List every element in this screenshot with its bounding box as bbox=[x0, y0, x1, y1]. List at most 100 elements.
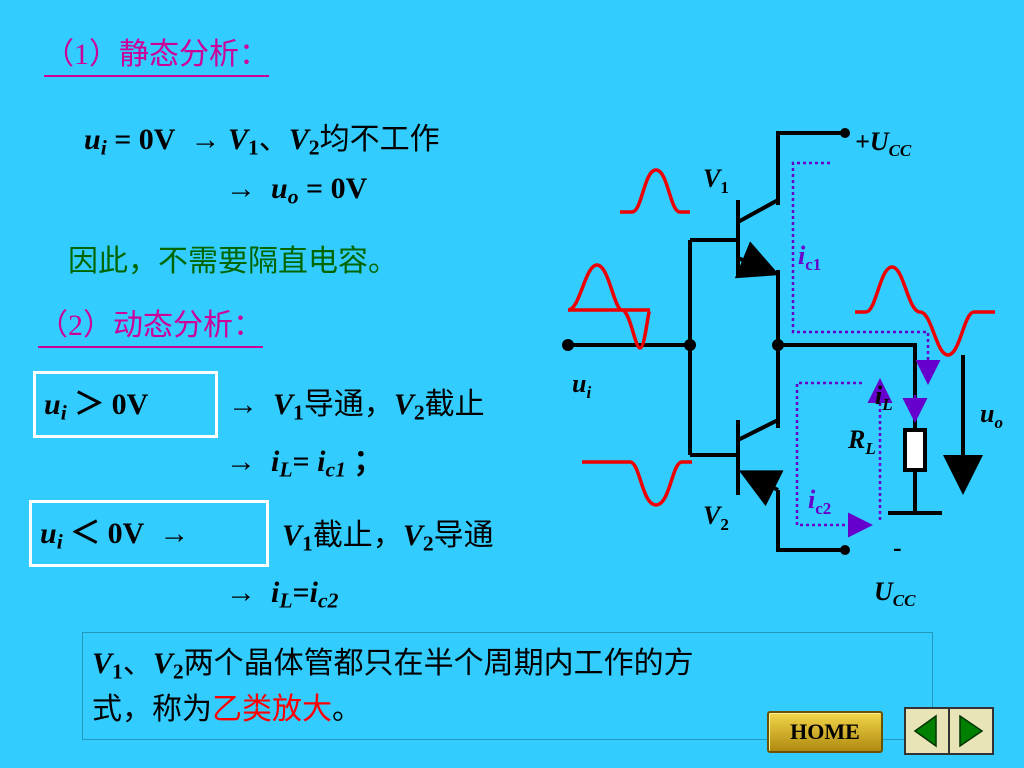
summary-note-line2: 式，称为乙类放大。 bbox=[92, 692, 362, 728]
eq1-sub: i bbox=[100, 135, 107, 160]
eq2-sub: o bbox=[287, 184, 299, 209]
case-neg-result-arrow: → bbox=[226, 576, 256, 609]
v2-half-wave-icon bbox=[582, 460, 692, 507]
case-pos-result-arrow: → bbox=[226, 445, 256, 478]
case-neg-ic: i bbox=[309, 576, 318, 609]
eq2-arrow: → bbox=[226, 172, 256, 205]
output-wire bbox=[778, 343, 917, 430]
case-pos-ic: i bbox=[317, 445, 326, 478]
note-v2-sub: 2 bbox=[172, 659, 184, 684]
case-pos-v2-state: 截止 bbox=[424, 388, 485, 421]
case-pos-v1-sub: 1 bbox=[293, 400, 304, 425]
eq1-rhs: = 0V bbox=[106, 123, 176, 156]
case-neg-arrow: → bbox=[159, 517, 190, 550]
vcc-pos-label: +UCC bbox=[855, 127, 912, 160]
case-positive-current: → iL= ic1 ； bbox=[226, 444, 383, 487]
case-pos-v1-state: 导通， bbox=[303, 388, 394, 421]
case-neg-v2-sub: 2 bbox=[422, 531, 434, 556]
ic2-label: ic2 bbox=[808, 485, 831, 518]
case-negative-result: V1截止，V2导通 bbox=[282, 518, 494, 561]
case-neg-v1: V bbox=[282, 519, 303, 552]
input-sine-wave-icon bbox=[567, 263, 652, 350]
case-negative-current: → iL=ic2 bbox=[226, 575, 338, 618]
eq2-var: u bbox=[271, 172, 288, 205]
case-pos-iL: i bbox=[271, 445, 280, 478]
current-arrows bbox=[791, 161, 941, 538]
condition-box-negative bbox=[29, 500, 269, 567]
junction-dots bbox=[562, 128, 850, 555]
note-text2: 式，称为 bbox=[92, 693, 212, 726]
eq1-var: u bbox=[84, 123, 101, 156]
section2-heading-text: （2）动态分析： bbox=[38, 309, 263, 342]
case-pos-v2: V bbox=[393, 388, 414, 421]
transistor-v2 bbox=[690, 418, 784, 507]
case-neg-eq: = bbox=[292, 576, 310, 609]
note-sep: 、 bbox=[122, 647, 153, 680]
case-neg-iL: i bbox=[271, 576, 280, 609]
rl-label: RL bbox=[847, 425, 876, 458]
section1-heading: （1）静态分析： bbox=[44, 37, 269, 77]
case-pos-end: ； bbox=[345, 445, 384, 478]
cond-pos-rest: ＞ 0V bbox=[66, 388, 149, 421]
case-pos-v1: V bbox=[273, 388, 294, 421]
static-conclusion: 因此，不需要隔直电容。 bbox=[68, 245, 398, 278]
ic1-label: ic1 bbox=[798, 241, 821, 274]
transistor-v1 bbox=[690, 198, 780, 279]
cond-neg-var: u bbox=[40, 517, 57, 550]
uo-label: uo bbox=[980, 399, 1003, 432]
note-end: 。 bbox=[332, 693, 362, 726]
case-neg-v1-state: 截止， bbox=[312, 519, 403, 552]
vcc-neg-sign: - bbox=[893, 533, 902, 562]
case-pos-eq: = bbox=[292, 445, 318, 478]
case-neg-v1-sub: 1 bbox=[302, 531, 313, 556]
triangle-right-icon bbox=[959, 714, 984, 748]
home-button-label: HOME bbox=[790, 719, 860, 744]
resistor-rl bbox=[903, 428, 927, 472]
neg-vcc-rail bbox=[776, 490, 845, 552]
eq1-v2-sub: 2 bbox=[308, 135, 320, 160]
triangle-left-icon bbox=[913, 714, 937, 748]
home-button[interactable]: HOME bbox=[767, 711, 883, 753]
circuit-wiring bbox=[568, 131, 983, 552]
t1-label: V1 bbox=[703, 164, 729, 197]
ic1-arrow bbox=[791, 161, 941, 385]
circuit-labels: +UCC V1 ic1 ui iL RL uo ic2 V2 - UCC bbox=[572, 127, 1003, 610]
section2-heading-underline bbox=[38, 346, 263, 348]
eq1-v1-sub: 1 bbox=[247, 135, 259, 160]
prev-button[interactable] bbox=[904, 707, 950, 755]
next-button[interactable] bbox=[948, 707, 994, 755]
case-pos-v2-sub: 2 bbox=[413, 400, 425, 425]
case-neg-v2-state: 导通 bbox=[433, 519, 494, 552]
case-pos-iL-sub: L bbox=[279, 457, 293, 482]
static-equation-2: → uo = 0V bbox=[226, 171, 367, 214]
v1-half-wave-icon bbox=[620, 168, 690, 214]
condition-positive: ui ＞ 0V bbox=[44, 387, 148, 430]
vcc-neg-label: UCC bbox=[874, 577, 916, 610]
note-text1: 两个晶体管都只在半个周期内工作的方 bbox=[183, 647, 694, 680]
ui-label: ui bbox=[572, 369, 591, 402]
cond-pos-sub: i bbox=[60, 400, 67, 425]
condition-box-positive bbox=[33, 371, 218, 438]
section1-heading-underline bbox=[44, 75, 269, 77]
summary-note-box bbox=[82, 632, 933, 740]
case-neg-ic-sub: c2 bbox=[318, 588, 339, 613]
static-equation-1: ui = 0V → V1、V2均不工作 bbox=[84, 122, 440, 165]
eq1-arrow: → bbox=[190, 123, 221, 156]
note-v1: V bbox=[92, 647, 113, 680]
ic2-arrow bbox=[795, 381, 873, 538]
eq1-tail: 均不工作 bbox=[319, 123, 440, 156]
note-v1-sub: 1 bbox=[112, 659, 123, 684]
note-v2: V bbox=[152, 647, 173, 680]
output-sine-wave-icon bbox=[855, 265, 995, 357]
cond-neg-sub: i bbox=[56, 529, 63, 554]
condition-negative: ui ＜ 0V → bbox=[40, 516, 189, 559]
waveforms bbox=[567, 168, 995, 507]
case-pos-ic-sub: c1 bbox=[325, 457, 346, 482]
iL-label: iL bbox=[875, 381, 893, 414]
vcc-rail bbox=[776, 131, 845, 205]
case-pos-arrow: → bbox=[228, 388, 258, 421]
case-neg-v2: V bbox=[402, 519, 423, 552]
section1-heading-text: （1）静态分析： bbox=[44, 38, 269, 71]
section2-heading: （2）动态分析： bbox=[38, 308, 263, 348]
